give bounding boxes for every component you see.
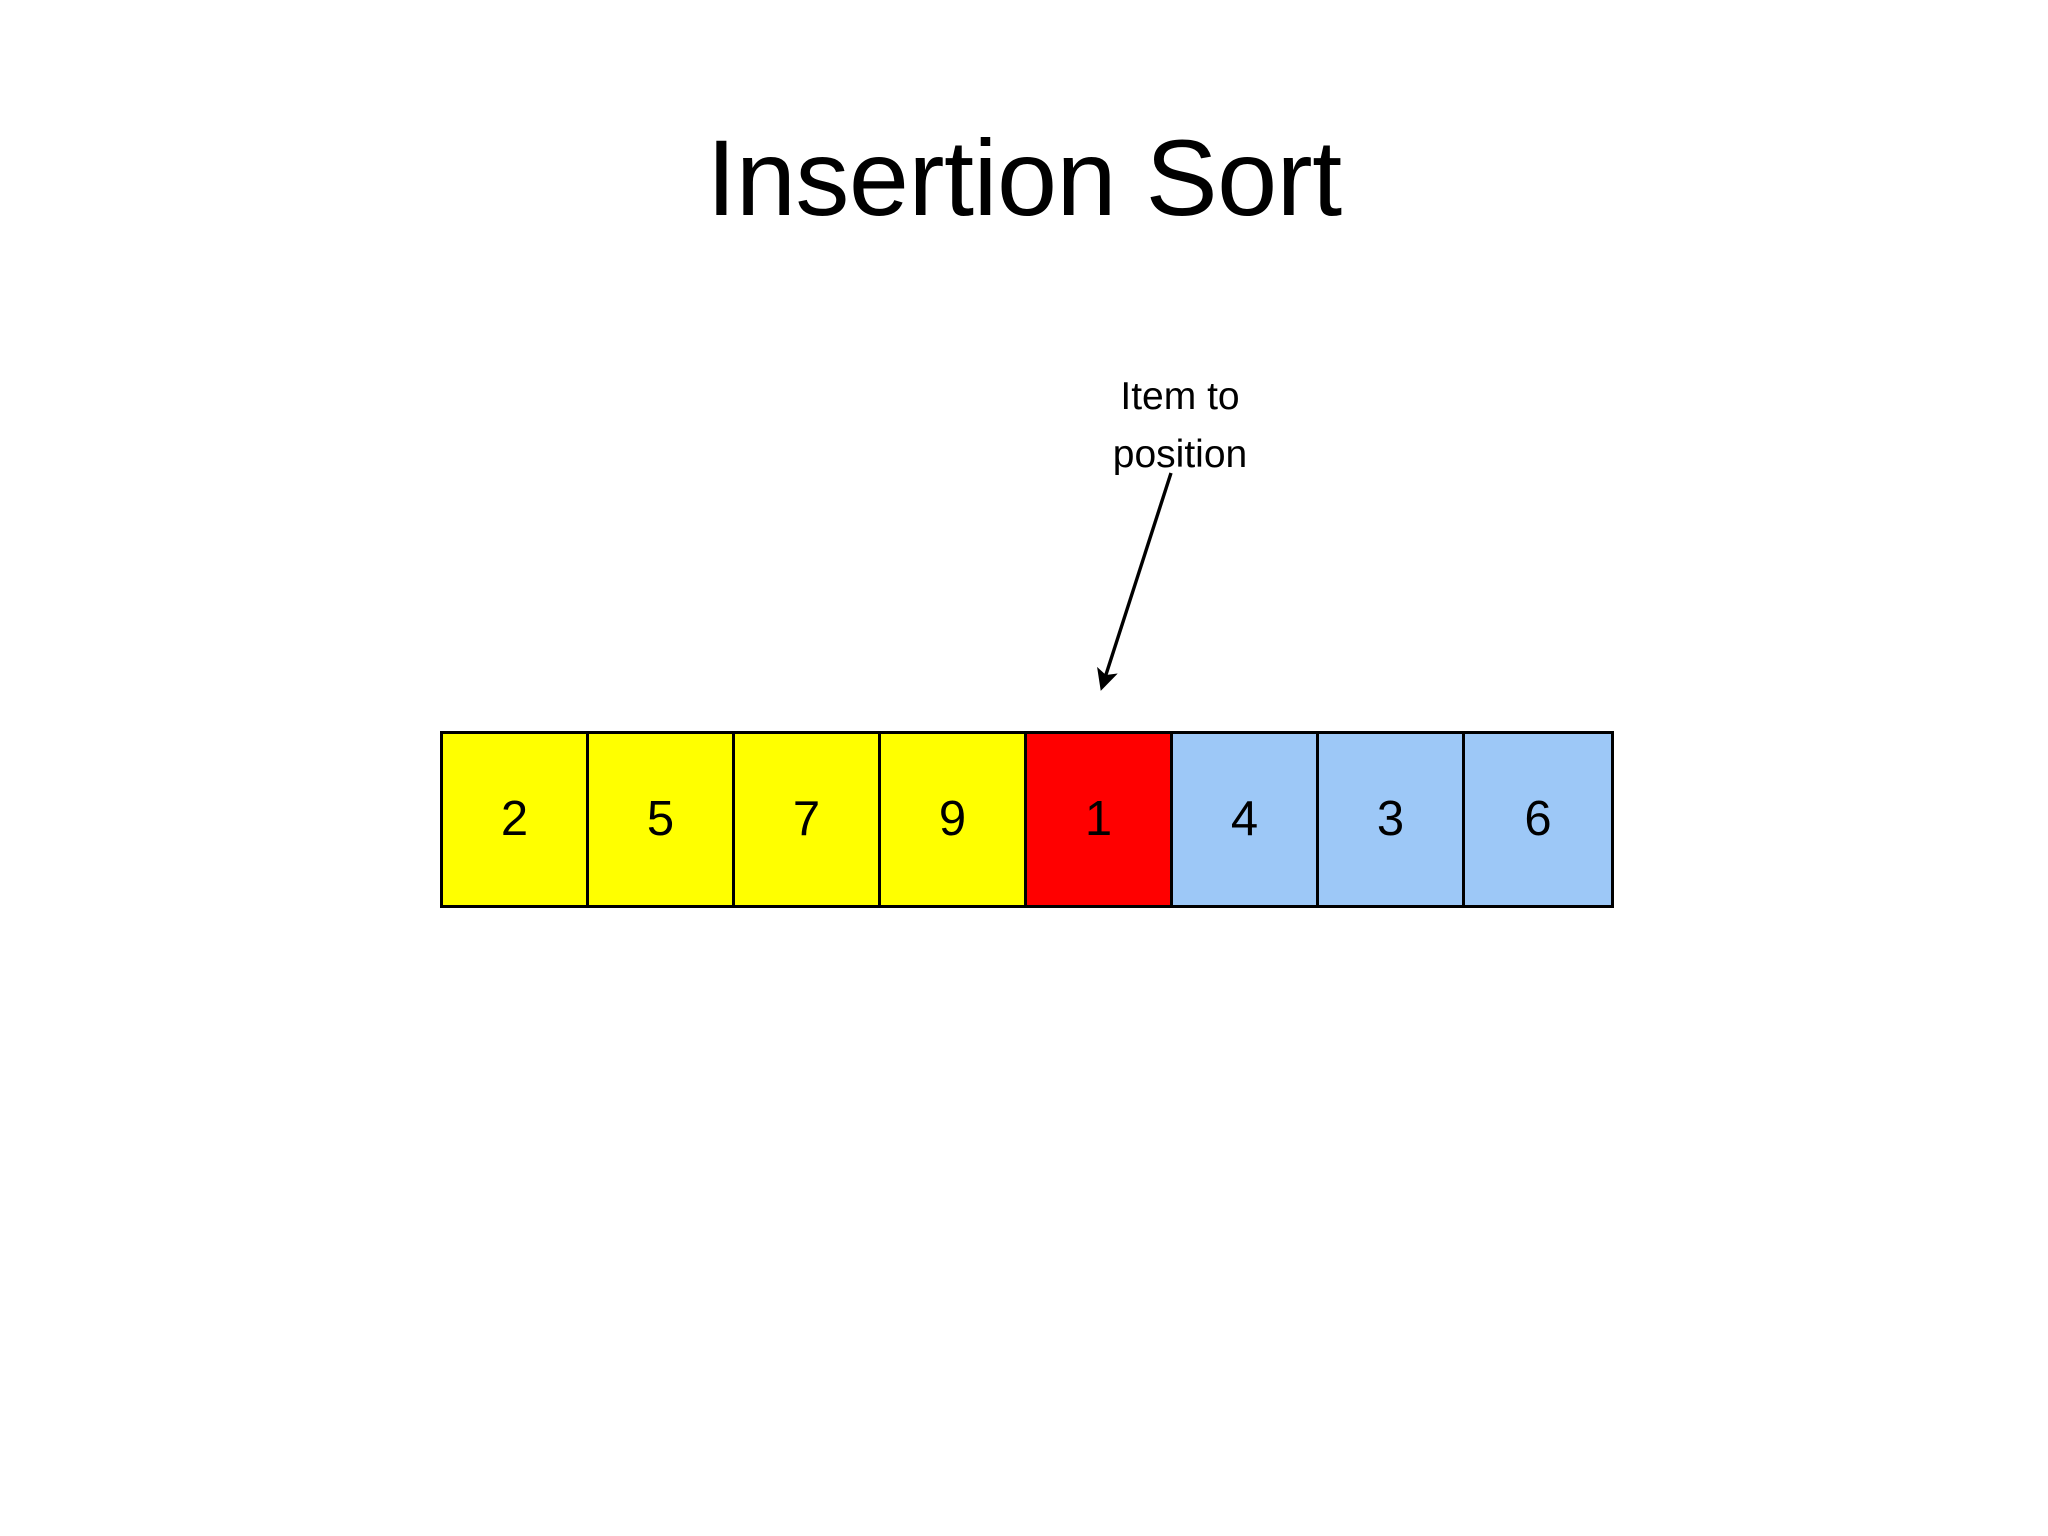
array-cell-value: 2 <box>500 792 529 846</box>
array-cell[interactable]: 2 <box>443 734 589 905</box>
callout-label: Item to position <box>1020 368 1340 483</box>
callout-label-line-2: position <box>1112 432 1248 476</box>
array-cell-value: 6 <box>1524 792 1552 846</box>
array-cell[interactable]: 9 <box>881 734 1027 905</box>
array-visualization: 2 5 7 9 1 4 3 6 <box>440 731 1614 908</box>
array-cell-value: 5 <box>646 792 675 846</box>
array-cell[interactable]: 6 <box>1465 734 1611 905</box>
array-cell[interactable]: 7 <box>735 734 881 905</box>
array-cell-value: 3 <box>1376 792 1405 846</box>
callout-label-line-1: Item to <box>1120 375 1240 418</box>
array-cell-value: 1 <box>1084 792 1113 846</box>
array-cell[interactable]: 5 <box>589 734 735 905</box>
array-cell[interactable]: 4 <box>1173 734 1319 905</box>
array-cell[interactable]: 3 <box>1319 734 1465 905</box>
callout-arrow-icon <box>1097 472 1173 691</box>
array-cell-value: 9 <box>938 792 967 846</box>
array-cell-value: 7 <box>792 792 821 846</box>
array-cell-current[interactable]: 1 <box>1027 734 1173 905</box>
page-title: Insertion Sort <box>706 117 1342 238</box>
array-cell-value: 4 <box>1230 792 1259 846</box>
